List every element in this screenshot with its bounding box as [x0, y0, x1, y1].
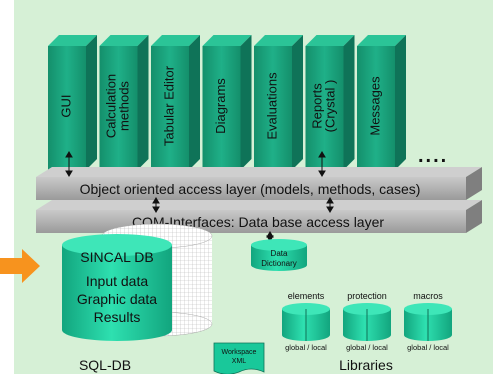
data-dictionary-line-2: Dictionary [261, 259, 297, 268]
module-label-2-1: Calculation [103, 74, 118, 138]
module-1: GUI [48, 35, 97, 170]
com-dictionary-connector-arrow [266, 231, 274, 242]
workspace-xml-document: Workspace XML [213, 342, 265, 375]
data-dictionary-cylinder: Data Dictionary [251, 239, 307, 271]
library-name-3: macros [413, 291, 443, 301]
sincal-db-cylinder: SINCAL DB Input data Graphic data Result… [62, 234, 172, 341]
module-label-7-1: Messages [367, 76, 382, 136]
data-dictionary-line-1: Data [271, 249, 288, 258]
orange-arrow-icon [0, 249, 40, 283]
module-4: Diagrams [202, 35, 252, 170]
workspace-label-2: XML [232, 358, 247, 365]
module-label-6-1: Reports [309, 83, 324, 129]
module-label-5-1: Evaluations [264, 72, 279, 140]
object-com-connector-arrow-right [326, 197, 334, 213]
module-label-3-1: Tabular Editor [161, 65, 176, 146]
library-scope-2: global / local [346, 343, 388, 352]
more-modules-ellipsis: .... [418, 145, 448, 167]
com-interfaces-layer-label: COM-Interfaces: Data base access layer [132, 214, 384, 230]
object-access-layer-label: Object oriented access layer (models, me… [80, 181, 421, 197]
module-5: Evaluations [254, 35, 303, 170]
library-protection: protection global / local [343, 291, 391, 352]
sincal-db-line-2: Graphic data [77, 291, 157, 307]
library-scope-1: global / local [285, 343, 327, 352]
module-label-4-1: Diagrams [213, 78, 228, 134]
com-interfaces-layer: COM-Interfaces: Data base access layer [36, 200, 482, 233]
workspace-label-1: Workspace [222, 349, 257, 356]
module-6: Reports(Crystal ) [305, 35, 355, 170]
sincal-db-title: SINCAL DB [80, 249, 153, 265]
library-name-2: protection [347, 291, 387, 301]
library-name-1: elements [288, 291, 325, 301]
object-com-connector-arrow-left [152, 197, 160, 213]
module-label-1-1: GUI [58, 94, 73, 117]
module-7: Messages [357, 35, 406, 170]
sincal-db-line-1: Input data [86, 273, 148, 289]
module-3: Tabular Editor [151, 35, 200, 170]
library-elements: elements global / local [282, 291, 330, 352]
object-access-layer: Object oriented access layer (models, me… [36, 167, 482, 200]
libraries-label: Libraries [339, 357, 393, 373]
sincal-db-line-3: Results [94, 309, 141, 325]
reports-connector-arrow [318, 151, 326, 177]
sql-db-label: SQL-DB [79, 357, 131, 373]
module-label-6-2: (Crystal ) [322, 80, 337, 133]
gui-connector-arrow [65, 151, 73, 177]
library-scope-3: global / local [407, 343, 449, 352]
module-label-2-2: methods [116, 81, 131, 131]
library-macros: macros global / local [404, 291, 452, 352]
libraries-group: elements global / local protection global /… [282, 291, 452, 352]
